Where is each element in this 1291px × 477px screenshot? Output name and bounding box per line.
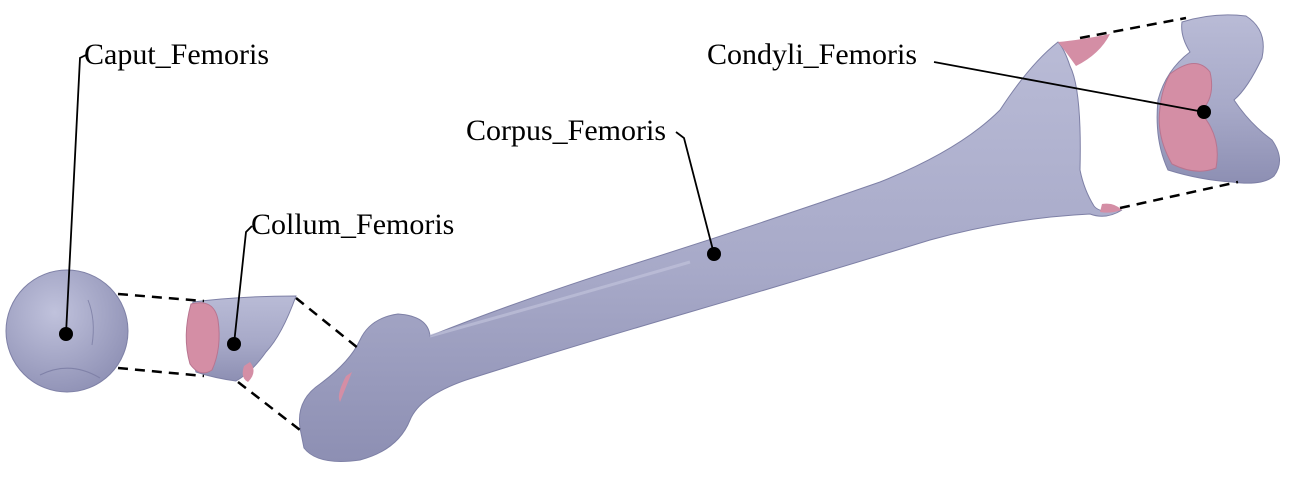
label-collum-femoris: Collum_Femoris	[251, 210, 454, 240]
connector-head-neck-top	[118, 294, 204, 301]
label-caput-femoris: Caput_Femoris	[84, 40, 269, 70]
leader-corpus	[676, 132, 714, 254]
neck-cut-surface	[186, 303, 219, 373]
dot-corpus	[707, 247, 721, 261]
connector-head-neck-bottom	[118, 368, 204, 376]
label-corpus-femoris: Corpus_Femoris	[466, 116, 666, 146]
femoral-condyles	[1157, 15, 1279, 183]
label-condyli-femoris: Condyli_Femoris	[707, 40, 917, 70]
connector-body-condyles-top	[1080, 18, 1186, 38]
connector-body-condyles-bottom	[1120, 182, 1238, 208]
femur-body	[299, 34, 1122, 462]
femoral-neck	[186, 296, 296, 382]
connector-neck-body-top	[296, 298, 358, 348]
dot-collum	[227, 337, 241, 351]
connector-neck-body-bottom	[238, 382, 300, 430]
dot-caput	[59, 327, 73, 341]
dot-condyli	[1197, 105, 1211, 119]
